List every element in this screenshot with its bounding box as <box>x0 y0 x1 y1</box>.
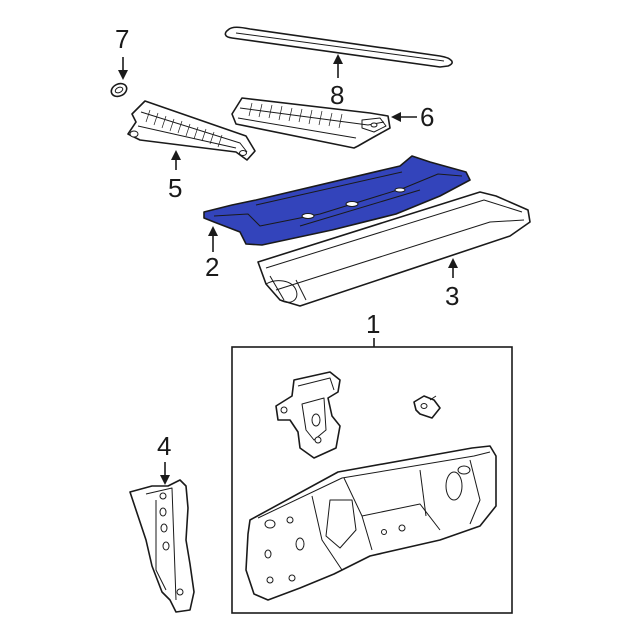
callout-label-7: 7 <box>115 24 129 54</box>
callout-label-6: 6 <box>420 102 434 132</box>
part-2-cowl-top-panel-highlighted[interactable] <box>203 155 471 246</box>
callout-5: 5 <box>168 150 182 203</box>
callout-7: 7 <box>115 24 129 80</box>
callout-label-4: 4 <box>157 431 171 461</box>
callout-label-1: 1 <box>366 309 380 339</box>
callout-label-3: 3 <box>445 281 459 311</box>
callout-4: 4 <box>157 431 171 485</box>
callout-8: 8 <box>330 54 344 110</box>
part-1-dash-panel-box[interactable] <box>231 346 513 614</box>
callout-3: 3 <box>445 258 459 311</box>
part-6-right-cowl-panel[interactable] <box>231 97 391 149</box>
part-7-grommet[interactable] <box>109 81 129 99</box>
callout-2: 2 <box>205 226 219 282</box>
callout-label-5: 5 <box>168 173 182 203</box>
callout-label-2: 2 <box>205 252 219 282</box>
part-3-lower-cowl-channel[interactable] <box>257 191 531 307</box>
callout-6: 6 <box>391 102 434 132</box>
part-5-left-cowl-panel[interactable] <box>127 100 256 161</box>
callout-1: 1 <box>366 309 380 347</box>
part-8-weatherstrip[interactable] <box>224 26 453 68</box>
part-4-side-bracket[interactable] <box>129 479 195 613</box>
callout-label-8: 8 <box>330 80 344 110</box>
